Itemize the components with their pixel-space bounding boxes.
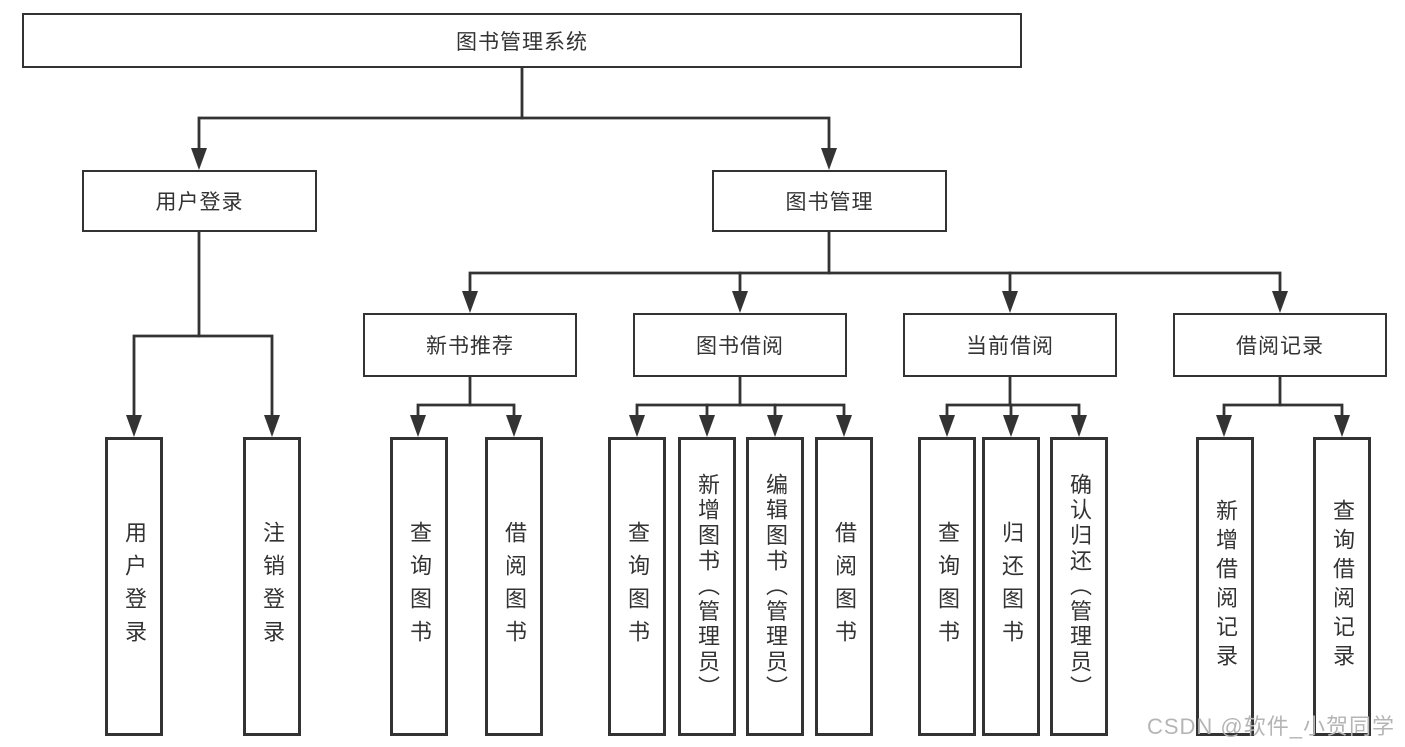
leaf-borrow-books-2-label: 借阅图书 — [832, 520, 857, 653]
leaf-query-books-3-label: 查询图书 — [935, 520, 960, 653]
leaf-confirm-return-admin: 确认归还（管理员） — [1050, 437, 1108, 736]
node-book-borrowing: 图书借阅 — [633, 313, 847, 377]
leaf-borrow-books-1-label: 借阅图书 — [502, 520, 527, 653]
leaf-edit-book-admin-label: 编辑图书（管理员） — [763, 472, 788, 701]
leaf-query-books-3: 查询图书 — [918, 437, 976, 736]
arrowheads — [126, 148, 1350, 437]
leaf-query-books-2-label: 查询图书 — [625, 520, 650, 653]
leaf-borrow-books-2: 借阅图书 — [815, 437, 873, 736]
node-user-login: 用户登录 — [82, 170, 317, 232]
node-new-book-recommend: 新书推荐 — [363, 313, 577, 377]
leaf-query-borrow-record-label: 查询借阅记录 — [1330, 499, 1355, 674]
node-current-borrowing-label: 当前借阅 — [966, 335, 1054, 358]
leaf-logout-label: 注销登录 — [260, 520, 285, 653]
leaf-add-borrow-record-label: 新增借阅记录 — [1213, 499, 1238, 674]
node-user-login-label: 用户登录 — [155, 191, 244, 214]
node-borrow-records-label: 借阅记录 — [1236, 335, 1324, 358]
leaf-edit-book-admin: 编辑图书（管理员） — [746, 437, 804, 736]
leaf-user-login-label: 用户登录 — [122, 520, 147, 653]
leaf-query-books-2: 查询图书 — [608, 437, 666, 736]
leaf-confirm-return-admin-label: 确认归还（管理员） — [1067, 472, 1092, 701]
node-borrow-records: 借阅记录 — [1173, 313, 1387, 377]
leaf-add-book-admin-label: 新增图书（管理员） — [695, 472, 720, 701]
node-book-management-label: 图书管理 — [785, 191, 874, 214]
leaf-query-books-1-label: 查询图书 — [407, 520, 432, 653]
node-book-management: 图书管理 — [712, 170, 947, 232]
leaf-user-login: 用户登录 — [105, 437, 163, 736]
node-root-label: 图书管理系统 — [456, 30, 588, 54]
leaf-query-borrow-record: 查询借阅记录 — [1313, 437, 1371, 736]
leaf-add-borrow-record: 新增借阅记录 — [1196, 437, 1254, 736]
leaf-logout: 注销登录 — [243, 437, 301, 736]
leaf-return-book-label: 归还图书 — [999, 520, 1024, 653]
leaf-borrow-books-1: 借阅图书 — [485, 437, 543, 736]
node-new-book-recommend-label: 新书推荐 — [426, 335, 514, 358]
node-current-borrowing: 当前借阅 — [903, 313, 1117, 377]
node-book-borrowing-label: 图书借阅 — [696, 335, 784, 358]
leaf-return-book: 归还图书 — [982, 437, 1040, 736]
leaf-add-book-admin: 新增图书（管理员） — [678, 437, 736, 736]
leaf-query-books-1: 查询图书 — [390, 437, 448, 736]
node-root: 图书管理系统 — [22, 13, 1022, 68]
